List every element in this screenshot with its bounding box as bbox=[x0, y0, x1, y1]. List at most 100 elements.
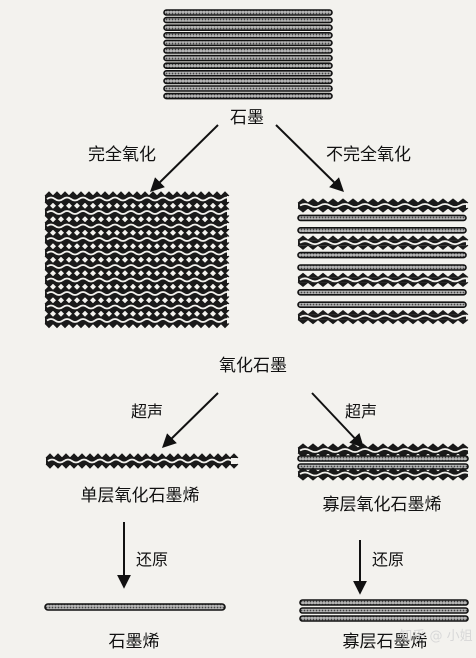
label-few-layer-graphene: 寡层石墨烯 bbox=[343, 632, 428, 652]
oxidized-sheet-wave bbox=[46, 196, 240, 202]
oxidized-sheet-wave bbox=[46, 210, 240, 215]
few-layer-graphene-sheet bbox=[299, 599, 469, 622]
oxidized-sheet-bottom-edge bbox=[297, 318, 469, 325]
carbon-sheet bbox=[163, 92, 333, 100]
oxidized-sheet-bottom-edge bbox=[297, 475, 469, 481]
carbon-sheet bbox=[297, 301, 467, 309]
carbon-sheet bbox=[163, 39, 333, 47]
carbon-sheet bbox=[163, 77, 333, 85]
oxidized-sheet-top-edge bbox=[44, 272, 230, 278]
oxidized-sheet-top-edge bbox=[44, 312, 230, 319]
oxidized-sheet-bottom-edge bbox=[297, 244, 469, 250]
oxidized-sheet-core bbox=[46, 458, 231, 464]
carbon-sheet bbox=[297, 288, 467, 296]
oxidized-sheet-wave bbox=[46, 237, 240, 242]
carbon-sheet bbox=[163, 9, 333, 16]
carbon-sheet bbox=[163, 24, 333, 32]
graphite-stack bbox=[163, 9, 333, 100]
oxidized-sheet-wave bbox=[46, 277, 240, 283]
oxidized-sheet bbox=[44, 245, 240, 261]
oxidized-sheet-wave bbox=[46, 304, 240, 310]
carbon-sheet bbox=[163, 62, 333, 70]
oxidized-sheet bbox=[44, 231, 240, 248]
label-graphite-oxide: 氧化石墨 bbox=[219, 356, 287, 376]
oxidized-sheet-wave bbox=[299, 240, 476, 246]
carbon-sheet bbox=[163, 70, 333, 77]
oxidized-sheet-wave bbox=[46, 291, 240, 296]
arrow-partial-oxidation bbox=[275, 124, 344, 192]
label-graphite: 石墨 bbox=[230, 108, 264, 128]
carbon-sheet bbox=[297, 264, 467, 271]
carbon-sheet bbox=[299, 607, 469, 614]
graphite-oxide-full-stack bbox=[44, 191, 240, 329]
oxidized-sheet bbox=[44, 218, 240, 234]
oxidized-sheet-top-edge bbox=[44, 204, 230, 211]
oxidized-sheet bbox=[44, 258, 240, 275]
oxidized-sheet-bottom-edge bbox=[44, 322, 230, 329]
oxidized-sheet bbox=[297, 272, 476, 288]
graphene-sheet bbox=[44, 603, 226, 611]
carbon-sheet bbox=[297, 251, 467, 259]
arrow-ultrasound-left bbox=[162, 392, 219, 448]
oxidized-sheet bbox=[297, 309, 476, 325]
oxidized-sheet-bottom-edge bbox=[297, 207, 469, 213]
single-layer-go-sheet bbox=[45, 453, 241, 469]
carbon-sheet bbox=[163, 85, 333, 92]
oxidized-sheet bbox=[297, 235, 476, 250]
oxidized-sheet-wave bbox=[299, 277, 476, 283]
oxidized-sheet-bottom-edge bbox=[297, 281, 469, 288]
arrow-full-oxidation bbox=[150, 124, 219, 192]
oxidized-sheet-top-edge bbox=[44, 245, 230, 251]
oxidized-sheet-core bbox=[298, 472, 468, 476]
oxidized-sheet bbox=[44, 299, 240, 315]
carbon-sheet bbox=[44, 603, 226, 611]
carbon-sheet bbox=[299, 615, 469, 622]
oxidized-sheet-top-edge bbox=[44, 258, 230, 265]
oxidized-sheet bbox=[44, 285, 240, 302]
oxidized-sheet bbox=[45, 453, 241, 469]
carbon-sheet bbox=[163, 31, 333, 39]
oxidized-sheet-wave bbox=[299, 448, 476, 453]
label-reduction-right: 还原 bbox=[372, 550, 404, 569]
oxidized-sheet bbox=[44, 204, 240, 221]
label-few-layer-go: 寡层氧化石墨烯 bbox=[323, 495, 442, 515]
oxidized-sheet-wave bbox=[47, 458, 241, 464]
carbon-sheet bbox=[297, 455, 469, 462]
label-ultrasound-left: 超声 bbox=[131, 402, 163, 421]
carbon-sheet bbox=[163, 16, 333, 24]
oxidized-sheet-wave bbox=[46, 264, 240, 269]
oxidized-sheet-top-edge bbox=[44, 299, 230, 305]
oxidized-sheet-top-edge bbox=[44, 218, 230, 224]
oxidized-sheet-top-edge bbox=[44, 231, 230, 238]
oxidized-sheet-wave bbox=[46, 318, 240, 323]
carbon-sheet bbox=[163, 54, 333, 62]
carbon-sheet bbox=[297, 214, 467, 222]
oxidized-sheet-top-edge bbox=[297, 198, 469, 204]
label-reduction-left: 还原 bbox=[136, 550, 168, 569]
graphite-oxide-partial-stack bbox=[297, 198, 476, 325]
carbon-sheet bbox=[297, 227, 467, 234]
oxidized-sheet-top-edge bbox=[297, 235, 469, 241]
oxidized-sheet bbox=[297, 443, 476, 458]
label-single-layer-go: 单层氧化石墨烯 bbox=[81, 486, 200, 506]
label-full-oxidation: 完全氧化 bbox=[88, 145, 156, 165]
oxidized-sheet-top-edge bbox=[297, 467, 469, 473]
watermark-text: 知乎 @ 小姐 bbox=[399, 628, 472, 644]
oxidized-sheet-wave bbox=[46, 223, 240, 229]
oxidized-sheet-top-edge bbox=[297, 272, 469, 279]
label-ultrasound-right: 超声 bbox=[345, 402, 377, 421]
arrow-ultrasound-right bbox=[311, 392, 364, 449]
oxidized-sheet-wave bbox=[46, 250, 240, 256]
oxidized-sheet bbox=[297, 198, 476, 213]
oxidized-sheet-top-edge bbox=[45, 453, 239, 459]
oxidized-sheet-wave bbox=[299, 203, 476, 208]
label-graphene: 石墨烯 bbox=[109, 632, 160, 652]
label-partial-oxidation: 不完全氧化 bbox=[326, 145, 411, 165]
oxidized-sheet-wave bbox=[299, 471, 476, 477]
oxidized-sheet-top-edge bbox=[297, 443, 469, 449]
carbon-sheet bbox=[299, 599, 469, 606]
oxidized-sheet-top-edge bbox=[44, 191, 230, 197]
oxidized-sheet bbox=[44, 312, 240, 329]
